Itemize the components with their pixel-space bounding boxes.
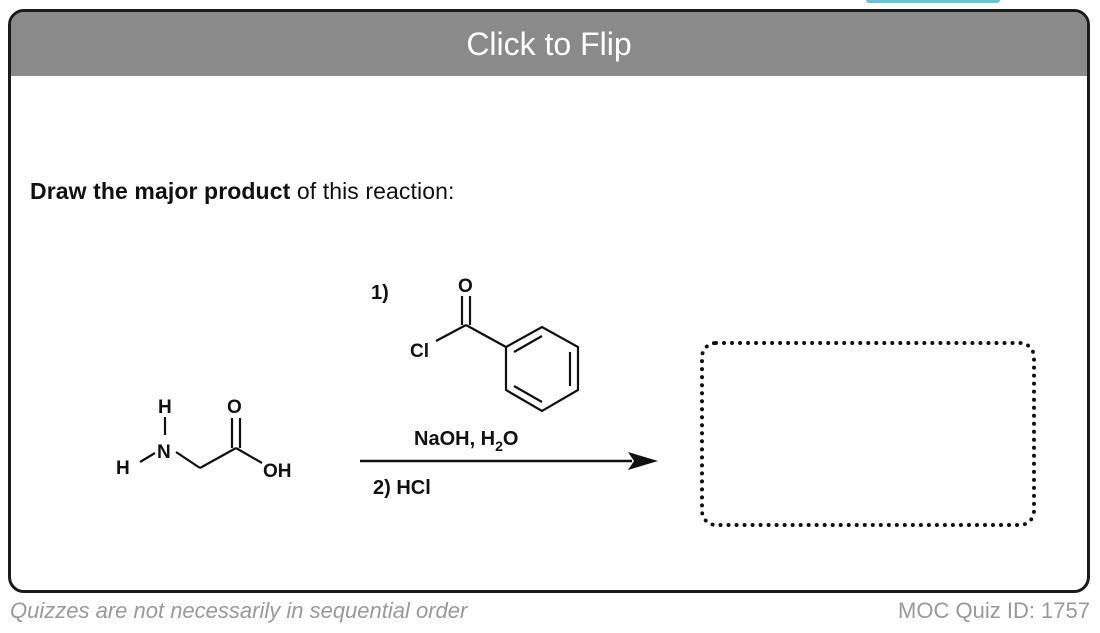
click-to-flip-button[interactable]: Click to Flip (11, 12, 1087, 76)
reaction-arrow (360, 452, 658, 470)
step2-label: 2) HCl (373, 477, 431, 499)
step1-label: 1) (371, 282, 389, 304)
footer-note: Quizzes are not necessarily in sequentia… (10, 598, 468, 623)
conditions-naoh: NaOH, H2O (414, 428, 518, 454)
acyl-cl: Cl (410, 341, 429, 362)
flashcard[interactable]: Click to Flip (8, 9, 1090, 593)
question-text: Draw the major product of this reaction: (30, 178, 455, 205)
benzoyl-chloride-structure (435, 296, 580, 413)
glycine-h-top: H (158, 397, 172, 418)
glycine-n: N (157, 442, 171, 463)
glycine-structure (139, 417, 263, 469)
glycine-o: O (227, 397, 242, 418)
acyl-o: O (458, 276, 473, 297)
top-accent-tab (866, 0, 1000, 3)
flip-label: Click to Flip (466, 25, 632, 62)
question-bold: Draw the major product (30, 178, 291, 204)
answer-drawing-box[interactable] (700, 341, 1036, 527)
glycine-oh: OH (263, 461, 292, 482)
glycine-h-left: H (116, 458, 130, 479)
quiz-id: MOC Quiz ID: 1757 (898, 598, 1090, 623)
question-rest: of this reaction: (290, 178, 455, 204)
